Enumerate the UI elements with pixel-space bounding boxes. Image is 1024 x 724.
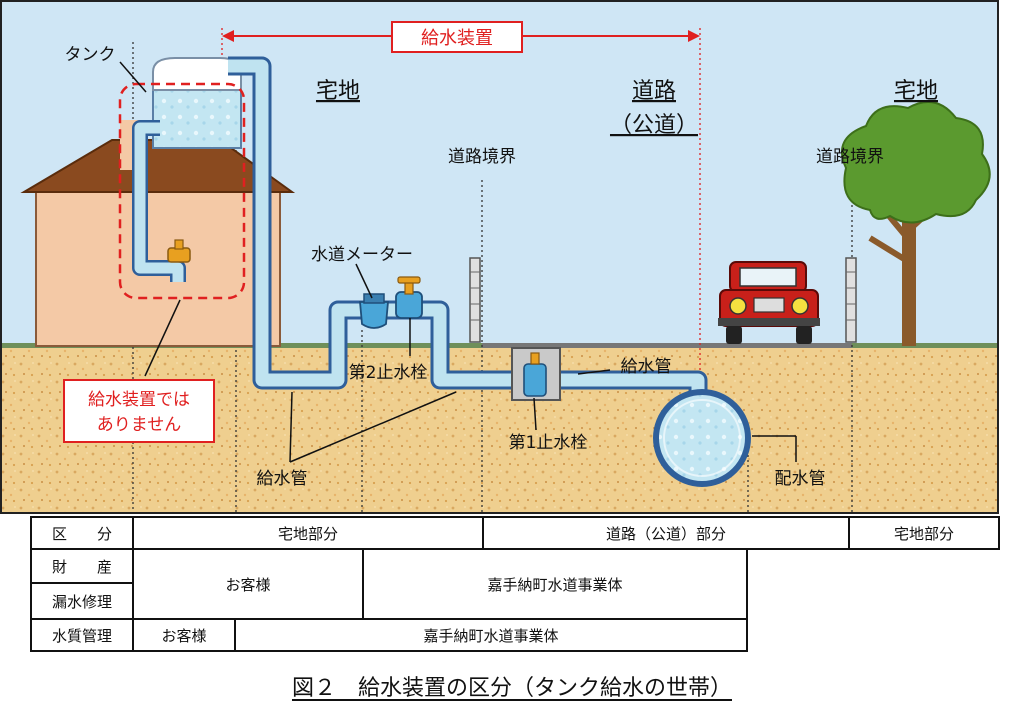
diagram-border <box>0 0 999 514</box>
supply-pipe-main <box>228 56 708 392</box>
second-stop-valve-icon <box>395 276 423 319</box>
residential-right-label: 宅地 <box>894 79 938 104</box>
faucet-valve-icon <box>167 239 191 263</box>
division-header: 区 分 <box>30 516 134 550</box>
not-equipment-label-line2: ありません <box>97 415 182 435</box>
utility-cell: 嘉手納町水道事業体 <box>362 548 748 620</box>
not-equipment-zone <box>118 82 246 300</box>
leader-lines <box>119 61 797 463</box>
residential-part-right-cell: 宅地部分 <box>848 516 1000 550</box>
residential-part-cell: 宅地部分 <box>132 516 484 550</box>
supply-equipment-label-box <box>391 21 523 53</box>
quality-customer-cell: お客様 <box>132 618 236 652</box>
road-boundary-left-label: 道路境界 <box>448 147 516 167</box>
road-public-label: （公道） <box>610 113 698 138</box>
road-surface <box>482 343 852 348</box>
boundary-post-right <box>845 257 857 343</box>
figure-caption: 図２ 給水装置の区分（タンク給水の世帯） <box>0 670 1024 702</box>
distribution-pipe-label: 配水管 <box>775 469 826 489</box>
boundary-post-left <box>469 257 481 343</box>
property-header: 財 産 <box>30 548 134 584</box>
first-stop-valve-label: 第1止水栓 <box>509 433 588 453</box>
first-stop-valve-box <box>511 347 561 401</box>
quality-utility-cell: 嘉手納町水道事業体 <box>234 618 748 652</box>
road-boundary-right-label: 道路境界 <box>816 147 884 167</box>
leak-repair-header: 漏水修理 <box>30 582 134 620</box>
house-pipe <box>132 120 186 282</box>
supply-equipment-label: 給水装置 <box>421 28 493 49</box>
supply-pipe-road-label: 給水管 <box>621 357 672 377</box>
car-icon <box>718 261 820 344</box>
tree-icon <box>841 100 991 346</box>
second-stop-valve-label: 第2止水栓 <box>349 363 428 383</box>
water-meter-icon <box>359 293 389 329</box>
tank-label: タンク <box>65 45 116 65</box>
road-part-cell: 道路（公道）部分 <box>482 516 850 550</box>
tank <box>152 57 242 149</box>
residential-left-label: 宅地 <box>316 79 360 104</box>
supply-pipe-yard-label: 給水管 <box>257 469 308 489</box>
road-label: 道路 <box>632 79 676 104</box>
not-equipment-box <box>63 379 215 443</box>
water-meter-label: 水道メーター <box>311 245 413 265</box>
figure-caption-text: 図２ 給水装置の区分（タンク給水の世帯） <box>291 676 732 701</box>
water-quality-header: 水質管理 <box>30 618 134 652</box>
distribution-pipe <box>653 389 751 487</box>
supply-equipment-diagram: タンク 給水装置 宅地 道路 （公道） 宅地 道路境界 道路境界 水道メーター … <box>0 0 999 514</box>
not-equipment-label-line1: 給水装置では <box>88 390 190 410</box>
customer-cell: お客様 <box>132 548 364 620</box>
